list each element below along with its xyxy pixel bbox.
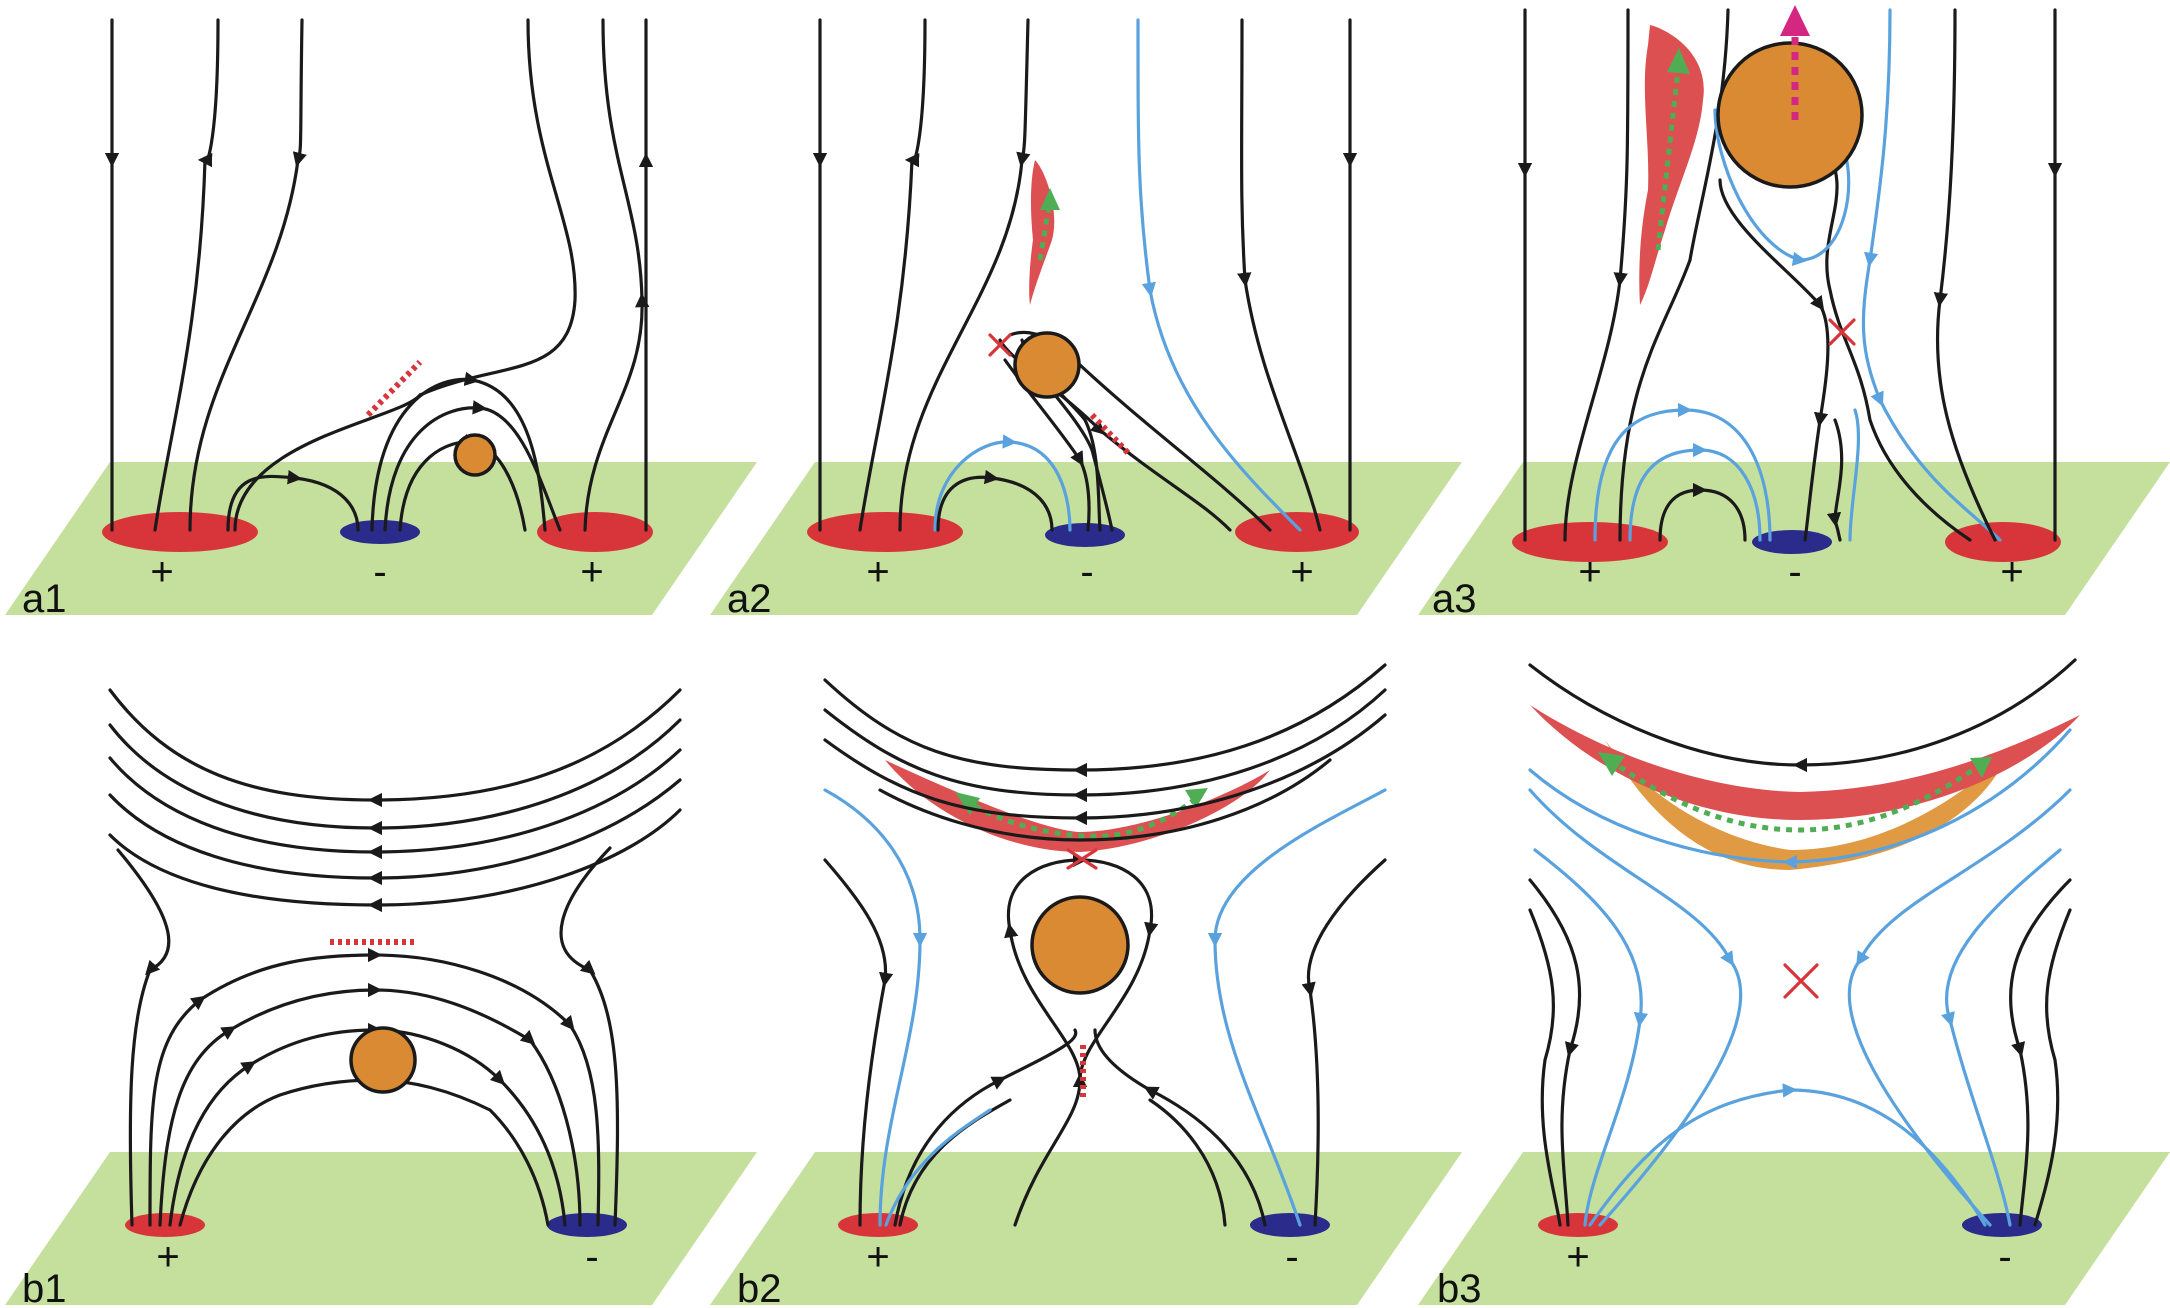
panel-b1: b1 + - xyxy=(5,688,757,1308)
reconnection-x-point xyxy=(1066,848,1098,870)
negative-polarity xyxy=(547,1213,627,1237)
polarity-sign: - xyxy=(1285,1235,1298,1279)
panel-label: b1 xyxy=(22,1267,67,1308)
panel-a3: a3 + - + xyxy=(1418,5,2170,621)
panel-label: a3 xyxy=(1432,577,1477,621)
flux-rope xyxy=(349,1026,417,1094)
current-sheet xyxy=(365,359,423,418)
panel-label: b3 xyxy=(1437,1267,1482,1308)
field-lines xyxy=(812,18,1358,532)
panel-a2: a2 + - + xyxy=(710,18,1462,621)
polarity-sign: + xyxy=(156,1235,179,1279)
panel-a1: a1 + - + xyxy=(5,18,757,621)
photosphere-plane xyxy=(5,1152,757,1305)
polarity-sign: + xyxy=(1578,550,1601,594)
polarity-sign: + xyxy=(1290,550,1313,594)
flux-rope xyxy=(1013,331,1081,399)
positive-polarity xyxy=(537,512,653,552)
photosphere-plane xyxy=(1418,1152,2170,1305)
reconnection-x-point xyxy=(1783,963,1819,999)
polarity-sign: + xyxy=(2000,550,2023,594)
negative-polarity xyxy=(1250,1213,1330,1237)
polarity-sign: + xyxy=(150,550,173,594)
flow-arrow xyxy=(955,792,980,815)
polarity-sign: - xyxy=(1788,550,1801,594)
field-lines xyxy=(1517,8,2063,542)
field-lines xyxy=(1528,658,2077,1227)
panel-label: b2 xyxy=(737,1267,782,1308)
positive-polarity xyxy=(838,1213,918,1237)
negative-polarity xyxy=(340,520,420,544)
positive-polarity xyxy=(125,1213,205,1237)
polarity-sign: - xyxy=(1998,1235,2011,1279)
negative-polarity xyxy=(1752,530,1832,554)
jet-material xyxy=(1029,160,1055,305)
field-lines xyxy=(823,663,1387,1227)
polarity-sign: + xyxy=(866,550,889,594)
jet-material xyxy=(1605,740,2010,870)
panel-b3: b3 + - xyxy=(1418,658,2170,1308)
positive-polarity xyxy=(807,512,963,552)
jet-material xyxy=(1639,25,1704,305)
polarity-sign: + xyxy=(866,1235,889,1279)
field-lines xyxy=(108,688,682,1227)
jet-material xyxy=(1530,705,2080,820)
polarity-sign: - xyxy=(1080,550,1093,594)
flux-rope xyxy=(453,433,497,477)
positive-polarity xyxy=(1945,522,2061,562)
polarity-sign: - xyxy=(585,1235,598,1279)
jet-flow-arrow xyxy=(1608,757,1982,833)
photosphere-plane xyxy=(710,1152,1462,1305)
flux-rope xyxy=(1716,41,1864,189)
eruption-arrow xyxy=(1780,5,1810,36)
flow-arrow xyxy=(1040,188,1060,210)
panel-label: a1 xyxy=(22,577,67,621)
negative-polarity xyxy=(1962,1213,2042,1237)
field-lines xyxy=(104,18,654,532)
flow-arrow xyxy=(1598,752,1625,776)
polarity-sign: + xyxy=(580,550,603,594)
jet-flow-arrow xyxy=(963,793,1202,839)
flow-arrow xyxy=(1970,757,1992,778)
reconnection-x-point xyxy=(1828,318,1856,346)
reconnection-x-point xyxy=(988,333,1012,357)
panel-b2: b2 + - xyxy=(710,663,1462,1308)
flow-arrow xyxy=(1185,788,1208,808)
flow-arrow xyxy=(1667,48,1690,74)
current-sheet xyxy=(1089,412,1133,458)
flux-rope xyxy=(1030,895,1130,995)
jet-material xyxy=(885,760,1270,852)
positive-polarity xyxy=(1235,512,1359,552)
negative-polarity xyxy=(1045,523,1125,547)
panel-label: a2 xyxy=(727,577,772,621)
positive-polarity xyxy=(102,512,258,552)
polarity-sign: + xyxy=(1566,1235,1589,1279)
polarity-sign: - xyxy=(373,550,386,594)
